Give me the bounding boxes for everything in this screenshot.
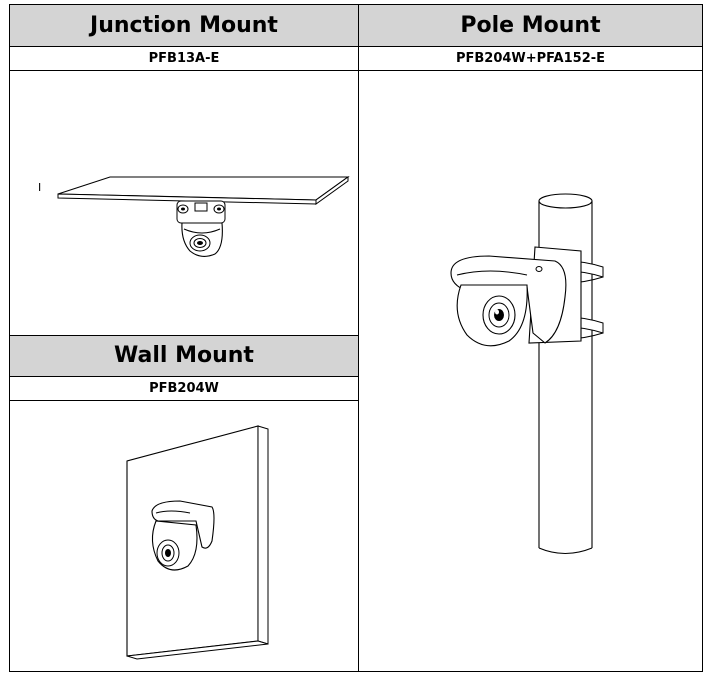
pole-mount-model: PFB204W+PFA152-E (455, 51, 606, 66)
junction-mount-illustration: I (10, 71, 358, 335)
pole-mount-illustration (359, 71, 702, 671)
divider (10, 335, 358, 336)
wall-panel-bottom (126, 640, 269, 660)
wall-bracket (151, 500, 215, 549)
right-column: Pole Mount PFB204W+PFA152-E (359, 5, 702, 671)
junction-mount-model: PFB13A-E (148, 51, 220, 66)
wall-mount-model: PFB204W (149, 381, 219, 396)
wall-panel-edge (257, 425, 269, 645)
junction-mount-drawing: I (38, 176, 350, 257)
pole-mount-model-row: PFB204W+PFA152-E (359, 47, 702, 71)
junction-mount-header: Junction Mount (10, 5, 358, 47)
pole-mount-header: Pole Mount (359, 5, 702, 47)
pole-mount-drawing (450, 193, 604, 555)
dome-camera (181, 222, 223, 257)
junction-box (176, 200, 226, 224)
wall-camera (151, 520, 198, 571)
pole (538, 193, 593, 555)
wall-mount-header: Wall Mount (10, 335, 358, 377)
junction-mount-title: Junction Mount (90, 13, 278, 38)
wall-mount-model-row: PFB204W (10, 377, 358, 401)
accessory-mount-table: Junction Mount PFB13A-E I (9, 4, 703, 672)
pole-camera (456, 284, 528, 347)
pole-mount-title: Pole Mount (460, 13, 601, 38)
wall-mount-title: Wall Mount (114, 343, 254, 368)
junction-mount-model-row: PFB13A-E (10, 47, 358, 71)
figure-marker: I (38, 181, 41, 194)
wall-mount-drawing (126, 425, 269, 660)
ceiling-plate-edge-side (315, 176, 349, 205)
wall-mount-illustration (10, 401, 358, 671)
left-column: Junction Mount PFB13A-E I (10, 5, 359, 671)
